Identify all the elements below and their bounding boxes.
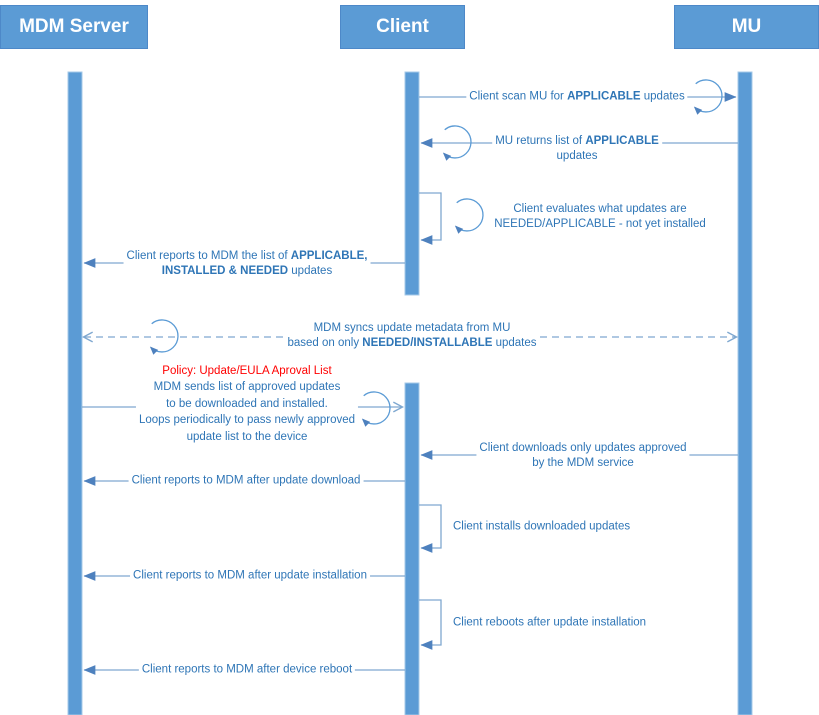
selfloop-evaluates: [419, 192, 442, 245]
selfloop-installs: [419, 504, 442, 553]
actor-box-mdm-server: MDM Server: [0, 5, 148, 49]
policy-note: Policy: Update/EULA Aproval List MDM sen…: [135, 362, 359, 446]
loop-icon-approved: [361, 391, 391, 427]
message-label-evaluates: Client evaluates what updates are NEEDED…: [491, 202, 709, 232]
loop-icon-evaluates: [454, 198, 484, 234]
selfloop-reboots: [419, 599, 442, 650]
actor-label-client: Client: [376, 16, 429, 37]
loop-icon-sync: [149, 319, 179, 355]
lifeline-mdm-server: [67, 71, 83, 715]
message-label-reboots: Client reboots after update installation: [450, 615, 650, 631]
message-label-report-download: Client reports to MDM after update downl…: [128, 473, 364, 489]
loop-icon-scan: [693, 79, 723, 115]
message-label-installs: Client installs downloaded updates: [450, 519, 634, 535]
lifeline-client-lower: [404, 382, 420, 715]
actor-box-client: Client: [340, 5, 465, 49]
message-label-downloads: Client downloads only updates approved b…: [476, 441, 690, 471]
message-label-report-reboot: Client reports to MDM after device reboo…: [138, 662, 356, 678]
message-label-reports-list: Client reports to MDM the list of APPLIC…: [123, 249, 371, 279]
message-label-report-install: Client reports to MDM after update insta…: [130, 568, 370, 584]
actor-label-mdm-server: MDM Server: [19, 16, 129, 37]
policy-title: Policy: Update/EULA Aproval List: [162, 364, 332, 377]
lifeline-mu: [737, 71, 753, 715]
message-label-scan: Client scan MU for APPLICABLE updates: [466, 89, 688, 105]
message-label-sync: MDM syncs update metadata from MU based …: [284, 321, 540, 351]
actor-box-mu: MU: [674, 5, 819, 49]
actor-label-mu: MU: [731, 16, 762, 37]
lifeline-client-upper: [404, 71, 420, 296]
message-label-returns: MU returns list of APPLICABLE updates: [492, 134, 662, 164]
loop-icon-returns: [442, 125, 472, 161]
